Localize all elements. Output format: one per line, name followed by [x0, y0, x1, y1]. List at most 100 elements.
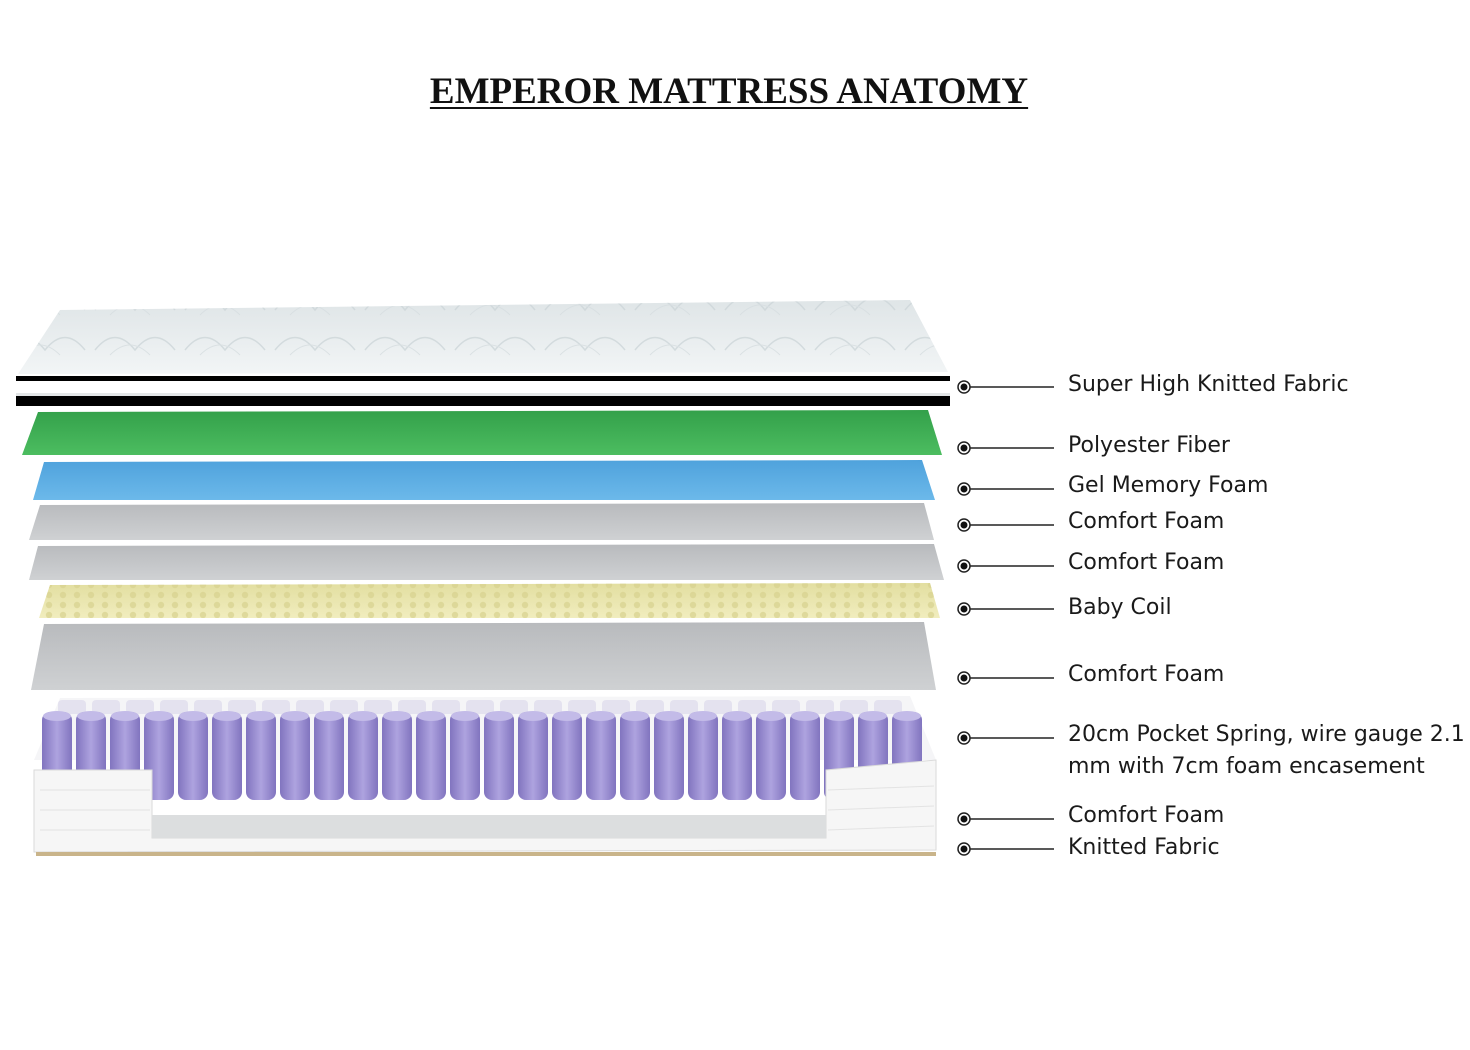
spring-back-cap: [364, 700, 392, 714]
spring-coil: [688, 712, 718, 800]
label-gel-memory-foam: Gel Memory Foam: [1068, 473, 1269, 498]
spring-back-cap: [670, 700, 698, 714]
leader-dot: [960, 485, 968, 493]
spring-coil: [756, 712, 786, 800]
spring-top: [315, 711, 343, 721]
label-comfort-foam-bottom: Comfort Foam: [1068, 803, 1225, 828]
spring-back-cap: [126, 700, 154, 714]
spring-back-cap: [806, 700, 834, 714]
spring-coil: [484, 712, 514, 800]
spring-back-cap: [636, 700, 664, 714]
spring-top: [553, 711, 581, 721]
spring-top: [145, 711, 173, 721]
spring-top: [893, 711, 921, 721]
leader-dot: [960, 444, 968, 452]
spring-top: [213, 711, 241, 721]
leader-dot: [960, 521, 968, 529]
layer-super-high-knitted-fabric: [16, 300, 950, 406]
leader-dot: [960, 815, 968, 823]
layer-pocket-spring: [34, 696, 936, 800]
spring-back-cap: [568, 700, 596, 714]
spring-coil: [722, 712, 752, 800]
spring-back-cap: [500, 700, 528, 714]
spring-coil: [450, 712, 480, 800]
spring-top: [281, 711, 309, 721]
spring-top: [791, 711, 819, 721]
spring-back-cap: [262, 700, 290, 714]
label-comfort-foam-2: Comfort Foam: [1068, 550, 1225, 575]
spring-back-cap: [874, 700, 902, 714]
spring-top: [587, 711, 615, 721]
spring-top: [111, 711, 139, 721]
label-baby-coil: Baby Coil: [1068, 595, 1172, 620]
spring-back-cap: [296, 700, 324, 714]
spring-coil: [348, 712, 378, 800]
spring-back-cap: [58, 700, 86, 714]
spring-back-cap: [432, 700, 460, 714]
spring-top: [179, 711, 207, 721]
spring-coil: [212, 712, 242, 800]
spring-coil: [416, 712, 446, 800]
spring-back-cap: [534, 700, 562, 714]
spring-top: [757, 711, 785, 721]
layer-comfort-foam-2: [29, 544, 944, 580]
layer-comfort-foam-1: [29, 503, 934, 540]
spring-coil: [246, 712, 276, 800]
spring-coil: [280, 712, 310, 800]
spring-top: [655, 711, 683, 721]
page-title: EMPEROR MATTRESS ANATOMY: [429, 71, 1029, 112]
spring-coil: [552, 712, 582, 800]
spring-coil: [654, 712, 684, 800]
spring-coil: [178, 712, 208, 800]
spring-coil: [586, 712, 616, 800]
spring-top: [43, 711, 71, 721]
spring-top: [621, 711, 649, 721]
spring-top: [77, 711, 105, 721]
label-pocket-spring-line-2: mm with 7cm foam encasement: [1068, 754, 1425, 779]
spring-top: [349, 711, 377, 721]
layer-baby-coil: [39, 583, 940, 618]
spring-top: [689, 711, 717, 721]
spring-back-cap: [398, 700, 426, 714]
label-pocket-spring-line-1: 20cm Pocket Spring, wire gauge 2.1: [1068, 722, 1465, 747]
label-knitted-fabric: Knitted Fabric: [1068, 835, 1220, 860]
layer-gel-memory-foam: [33, 460, 935, 500]
label-polyester-fiber: Polyester Fiber: [1068, 433, 1230, 458]
spring-back-cap: [704, 700, 732, 714]
layer-comfort-foam-3: [31, 622, 936, 690]
spring-top: [723, 711, 751, 721]
spring-coil: [518, 712, 548, 800]
leader-dot: [960, 383, 968, 391]
leader-dot: [960, 734, 968, 742]
layer-comfort-foam-bottom: [33, 759, 937, 853]
spring-top: [859, 711, 887, 721]
spring-top: [825, 711, 853, 721]
spring-back-cap: [92, 700, 120, 714]
spring-back-cap: [330, 700, 358, 714]
spring-back-cap: [194, 700, 222, 714]
spring-coil: [790, 712, 820, 800]
spring-top: [451, 711, 479, 721]
spring-back-cap: [160, 700, 188, 714]
leader-dot: [960, 605, 968, 613]
label-comfort-foam-3: Comfort Foam: [1068, 662, 1225, 687]
spring-top: [383, 711, 411, 721]
spring-back-cap: [738, 700, 766, 714]
spring-coil: [382, 712, 412, 800]
spring-back-cap: [840, 700, 868, 714]
layer-knitted-fabric: [36, 852, 936, 856]
leader-dot: [960, 562, 968, 570]
spring-back-cap: [602, 700, 630, 714]
callout-leaders: [957, 380, 1054, 856]
spring-coil: [620, 712, 650, 800]
leader-dot: [960, 845, 968, 853]
spring-top: [417, 711, 445, 721]
spring-top: [485, 711, 513, 721]
label-super-high-knitted-fabric: Super High Knitted Fabric: [1068, 372, 1349, 397]
spring-back-cap: [466, 700, 494, 714]
spring-back-cap: [772, 700, 800, 714]
spring-top: [519, 711, 547, 721]
spring-coil: [314, 712, 344, 800]
spring-back-cap: [228, 700, 256, 714]
